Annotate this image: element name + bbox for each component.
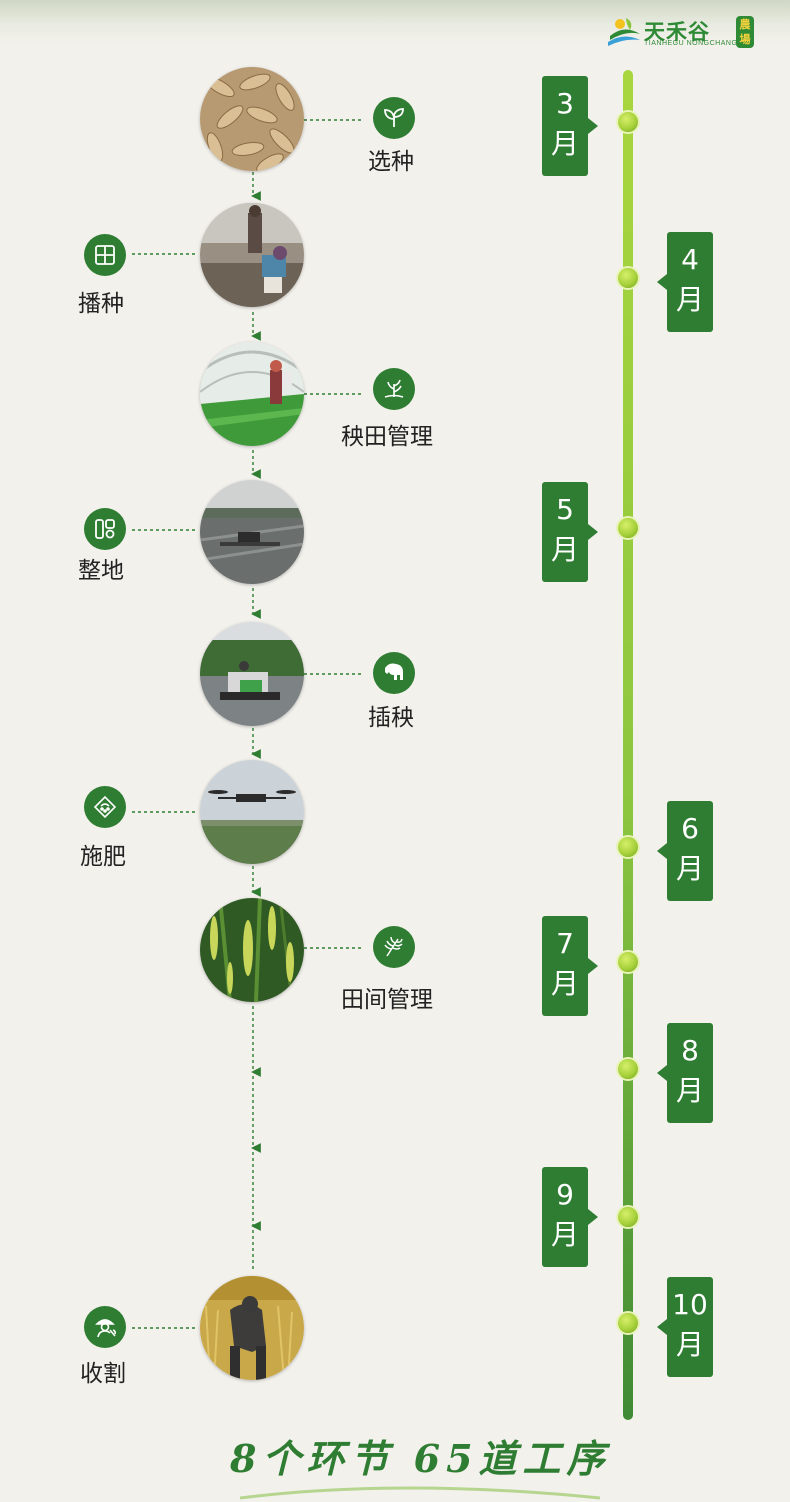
month-tag-5: 5 月 xyxy=(542,482,598,582)
month-unit: 月 xyxy=(550,533,579,566)
month-unit: 月 xyxy=(550,1218,579,1251)
month-number: 3 xyxy=(556,87,574,120)
photo-rice-panicles xyxy=(200,898,304,1002)
step-label-transplanting: 插秧 xyxy=(368,705,414,731)
month-unit: 月 xyxy=(675,1328,704,1361)
photo-spraying-seedlings xyxy=(200,342,304,446)
month-number: 8 xyxy=(681,1034,699,1067)
month-unit: 月 xyxy=(550,127,579,160)
timeline-bar xyxy=(623,70,633,1420)
month-number: 4 xyxy=(681,243,699,276)
photo-tractor-field xyxy=(200,480,304,584)
timeline-dot xyxy=(618,518,638,538)
sprout-icon xyxy=(373,97,415,139)
timeline-dot xyxy=(618,952,638,972)
brand-logo: 天禾谷 TIANHEGU NONGCHANG 農場 xyxy=(606,14,756,54)
brand-badge: 農場 xyxy=(736,16,754,48)
month-unit: 月 xyxy=(675,852,704,885)
bottom-decoration xyxy=(239,1486,601,1500)
transplant-icon xyxy=(373,652,415,694)
brand-name: 天禾谷 xyxy=(644,20,710,44)
photo-drone-spraying xyxy=(200,760,304,864)
month-tag-3: 3 月 xyxy=(542,76,598,176)
step-label-harvesting: 收割 xyxy=(80,1361,126,1387)
month-unit: 月 xyxy=(675,1074,704,1107)
land-prep-icon xyxy=(84,508,126,550)
timeline-dot xyxy=(618,268,638,288)
photo-harvesting xyxy=(200,1276,304,1380)
month-number: 10 xyxy=(672,1288,708,1321)
fertilizer-icon xyxy=(84,786,126,828)
step-label-seedbed-management: 秧田管理 xyxy=(341,424,433,450)
step-label-sowing: 播种 xyxy=(78,291,124,317)
month-tag-6: 6 月 xyxy=(657,801,713,901)
photo-greenhouse-sowing xyxy=(200,203,304,307)
month-number: 9 xyxy=(556,1178,574,1211)
top-banner xyxy=(0,0,790,44)
wheat-icon xyxy=(373,926,415,968)
step-label-field-management: 田间管理 xyxy=(341,987,433,1013)
month-number: 5 xyxy=(556,493,574,526)
month-number: 7 xyxy=(556,927,574,960)
timeline-dot xyxy=(618,837,638,857)
month-tag-10: 10 月 xyxy=(657,1277,713,1377)
timeline-dot xyxy=(618,1207,638,1227)
timeline-dot xyxy=(618,1059,638,1079)
month-tag-4: 4 月 xyxy=(657,232,713,332)
step-label-fertilizing: 施肥 xyxy=(80,844,126,870)
step-label-select-seeds: 选种 xyxy=(368,149,414,175)
harvester-person-icon xyxy=(84,1306,126,1348)
seedling-care-icon xyxy=(373,368,415,410)
step-label-land-preparation: 整地 xyxy=(78,558,124,584)
timeline-dot xyxy=(618,112,638,132)
logo-mark-icon xyxy=(608,18,640,46)
month-tag-9: 9 月 xyxy=(542,1167,598,1267)
slogan: 8个环节 65道工序 xyxy=(230,1436,611,1481)
month-tag-7: 7 月 xyxy=(542,916,598,1016)
timeline-dot xyxy=(618,1313,638,1333)
seed-tray-icon xyxy=(84,234,126,276)
month-tag-8: 8 月 xyxy=(657,1023,713,1123)
month-unit: 月 xyxy=(550,967,579,1000)
month-unit: 月 xyxy=(675,283,704,316)
brand-name-en: TIANHEGU NONGCHANG xyxy=(644,40,738,47)
photo-rice-seeds xyxy=(200,67,304,171)
month-number: 6 xyxy=(681,812,699,845)
photo-rice-transplanter xyxy=(200,622,304,726)
